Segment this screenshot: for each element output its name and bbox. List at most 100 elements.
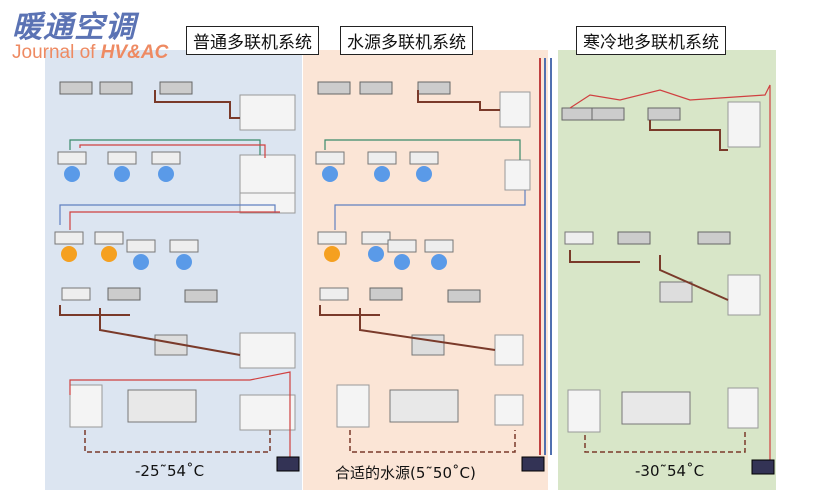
cassette-unit: [151, 151, 181, 165]
laptop-icon: [751, 459, 775, 475]
air-handler: [127, 389, 197, 423]
cold-climate-outdoor-unit: [727, 101, 761, 148]
indoor-unit: [417, 81, 451, 95]
water-source-unit: [494, 394, 524, 426]
refrigerant-pipe: [324, 139, 521, 160]
temp-range-cold: -30˜54˚C: [635, 462, 705, 480]
cassette-unit: [126, 239, 156, 253]
airflow-icon: [176, 254, 192, 270]
panel-title-cold: 寒冷地多联机系统: [576, 26, 726, 55]
logo-prefix: Journal of: [12, 42, 101, 63]
air-handler: [389, 389, 459, 423]
indoor-unit: [647, 107, 681, 121]
airflow-icon: [394, 254, 410, 270]
indoor-unit: [59, 81, 93, 95]
refrigerant-pipe: [79, 144, 266, 158]
cassette-unit: [361, 231, 391, 245]
indoor-unit: [159, 81, 193, 95]
indoor-unit: [184, 289, 218, 303]
refrigerant-pipe: [359, 308, 496, 351]
water-source-unit: [494, 334, 524, 366]
indoor-unit: [591, 107, 625, 121]
logo-chinese: 暖通空调: [12, 10, 136, 45]
logo-brand: HV&AC: [100, 42, 169, 63]
temp-range-water: 合适的水源(5˜50˚C): [335, 464, 476, 482]
water-source-unit: [499, 91, 531, 128]
cassette-unit: [54, 231, 84, 245]
water-source-unit: [504, 159, 531, 191]
cassette-unit: [57, 151, 87, 165]
refrigerant-pipe: [69, 371, 291, 460]
airflow-icon: [324, 246, 340, 262]
cassette-unit: [387, 239, 417, 253]
refrigerant-pipe: [69, 211, 280, 230]
refrigerant-pipe: [417, 90, 500, 111]
wall-unit: [411, 334, 445, 356]
indoor-unit: [359, 81, 393, 95]
cassette-unit: [317, 231, 347, 245]
indoor-unit: [447, 289, 481, 303]
wall-unit: [659, 281, 693, 303]
refrigerant-pipe: [69, 139, 261, 155]
indoor-unit: [99, 81, 133, 95]
air-handler: [621, 391, 691, 425]
indoor-unit: [617, 231, 651, 245]
outdoor-unit: [69, 384, 103, 428]
cassette-unit: [107, 151, 137, 165]
refrigerant-pipe: [649, 120, 728, 151]
outdoor-unit: [567, 389, 601, 433]
outdoor-unit: [239, 192, 296, 214]
cassette-unit: [94, 231, 124, 245]
airflow-icon: [322, 166, 338, 182]
refrigerant-pipe: [349, 430, 516, 453]
outdoor-unit: [239, 154, 296, 194]
airflow-icon: [101, 246, 117, 262]
cassette-unit: [319, 287, 349, 301]
indoor-unit: [561, 107, 595, 121]
refrigerant-pipe: [84, 430, 271, 453]
refrigerant-pipe: [99, 308, 241, 356]
airflow-icon: [368, 246, 384, 262]
refrigerant-pipe: [569, 250, 640, 263]
airflow-icon: [158, 166, 174, 182]
indoor-unit: [317, 81, 351, 95]
refrigerant-pipe: [659, 255, 729, 301]
refrigerant-pipe: [569, 84, 771, 460]
cassette-unit: [409, 151, 439, 165]
panel-title-standard: 普通多联机系统: [186, 26, 319, 55]
airflow-icon: [431, 254, 447, 270]
refrigerant-pipe: [584, 430, 746, 453]
airflow-icon: [64, 166, 80, 182]
airflow-icon: [374, 166, 390, 182]
temp-range-standard: -25˜54˚C: [135, 462, 205, 480]
cold-climate-outdoor-unit: [727, 387, 759, 429]
airflow-icon: [133, 254, 149, 270]
outdoor-unit: [239, 94, 296, 131]
cassette-unit: [424, 239, 454, 253]
cassette-unit: [315, 151, 345, 165]
cold-climate-outdoor-unit: [727, 274, 761, 316]
refrigerant-pipe: [154, 90, 240, 119]
outdoor-unit: [336, 384, 370, 428]
laptop-icon: [521, 456, 545, 472]
indoor-unit: [369, 287, 403, 301]
refrigerant-pipe: [334, 190, 526, 230]
indoor-unit: [107, 287, 141, 301]
airflow-icon: [114, 166, 130, 182]
cassette-unit: [169, 239, 199, 253]
airflow-icon: [416, 166, 432, 182]
panel-title-water: 水源多联机系统: [340, 26, 473, 55]
outdoor-unit: [239, 394, 296, 431]
laptop-icon: [276, 456, 300, 472]
outdoor-unit: [239, 332, 296, 369]
cassette-unit: [367, 151, 397, 165]
airflow-icon: [61, 246, 77, 262]
refrigerant-pipe: [59, 305, 130, 316]
cassette-unit: [61, 287, 91, 301]
logo-english: Journal of HV&AC: [12, 42, 168, 64]
indoor-unit: [697, 231, 731, 245]
cassette-unit: [564, 231, 594, 245]
water-pipes: [544, 58, 552, 455]
refrigerant-pipe: [59, 204, 276, 225]
